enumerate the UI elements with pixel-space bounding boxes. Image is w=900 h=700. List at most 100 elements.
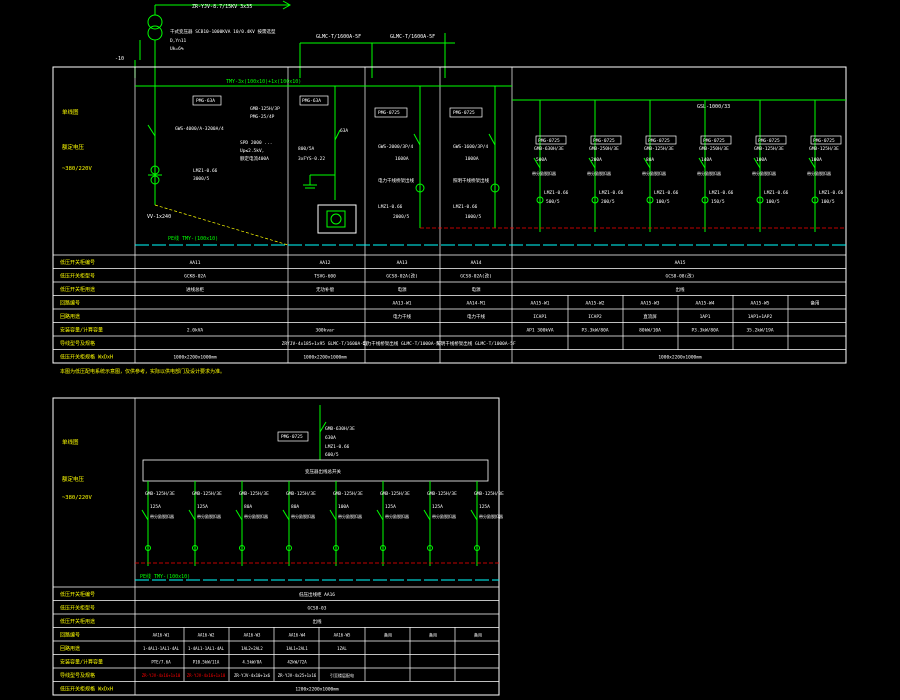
panel-1-note-c: 额定电流400A bbox=[240, 155, 269, 162]
table-cell: GCS8-02A(改) bbox=[386, 273, 418, 280]
feeder-ct-label: LMZ1-0.66 bbox=[819, 190, 844, 196]
bottom-bus-box bbox=[142, 459, 489, 482]
feeder-note: 带分励脱扣器 bbox=[587, 170, 611, 176]
row-label: 低压开关柜编号 bbox=[60, 259, 95, 266]
table-cell: 照明干线桥架出线 GLMC-T/1000A-5F bbox=[436, 340, 516, 347]
feeder-ct-ratio: 150/5 bbox=[711, 199, 725, 205]
bottom-feeder-amp: 125A bbox=[385, 504, 396, 510]
bottom-table-cell: PTE/7.6A bbox=[151, 660, 171, 665]
side-label-rated-voltage: 额定电压 bbox=[62, 143, 85, 151]
feeder-ct bbox=[811, 196, 819, 204]
table-cell: AA15 bbox=[675, 260, 686, 266]
table-cell: 电力干线 bbox=[393, 313, 411, 320]
bottom-feeder-amp: 80A bbox=[291, 504, 299, 510]
bottom-feeder-ct bbox=[474, 545, 480, 551]
bottom-feeder-ct bbox=[145, 545, 151, 551]
feeder-box-label: PMG-0725 bbox=[593, 138, 615, 144]
feeder-ct-label: LMZ1-0.66 bbox=[599, 190, 624, 196]
panel-4-box-label: PMG-0725 bbox=[453, 110, 475, 116]
bottom-row-label: 低压开关柜用途 bbox=[60, 618, 95, 625]
panel-3-ct-a: LMZ1-0.66 bbox=[378, 204, 403, 210]
bottom-table-cell: AA16-W2 bbox=[198, 633, 215, 638]
bottom-feeder-amp: 125A bbox=[432, 504, 443, 510]
feeder-switch bbox=[643, 157, 651, 169]
bottom-frame bbox=[52, 397, 500, 696]
bottom-feeder-ct bbox=[192, 545, 198, 551]
row-label: 低压开关柜规格 WxDxH bbox=[60, 354, 113, 361]
row-label: 安装容量/计算容量 bbox=[60, 327, 103, 334]
bottom-table-cell: 42kW/72A bbox=[287, 660, 307, 665]
feeder-switch bbox=[808, 157, 816, 169]
busbar-breaker-2: GLMC-T/1600A-5F bbox=[390, 34, 435, 40]
transformer-spec: 干式变压器 SCB10-1000KVA 10/0.4KV 按需选型 bbox=[170, 28, 276, 35]
table-cell: GCK8-02A bbox=[184, 274, 206, 280]
bottom-table-cell: ZR-YJV-4x25+1x16 bbox=[278, 673, 317, 678]
panel-1-spec-b: GMB-125H/3P bbox=[250, 106, 280, 112]
panel-2-spec-a: 800/5A bbox=[298, 146, 315, 152]
feeder-ct-label: LMZ1-0.66 bbox=[709, 190, 734, 196]
feeder-ct-ratio: 200/5 bbox=[601, 199, 615, 205]
panel-3-box-label: PMG-0725 bbox=[378, 110, 400, 116]
table-cell: AA13-W1 bbox=[393, 301, 412, 307]
feeder-bus-header: GSL-1000/33 bbox=[697, 104, 730, 110]
top-frame bbox=[52, 66, 847, 364]
bottom-feeder-amp: 100A bbox=[338, 504, 349, 510]
bottom-drawing: 单线图 额定电压 ~380/220V PMG-0725 GMB-630H/3E … bbox=[52, 397, 504, 696]
bottom-row-label: 回路编号 bbox=[60, 632, 80, 639]
bottom-row-label: 低压开关柜编号 bbox=[60, 591, 95, 598]
feeder-ct-ratio: 500/5 bbox=[546, 199, 560, 205]
bottom-outgoing-feeders: GMB-125H/3E 125A 带分励脱扣器 GMB-125H/3E 125A 带分励脱… bbox=[141, 481, 504, 566]
bottom-feeder-switch bbox=[423, 509, 431, 521]
bottom-main-ct-a: LMZ1-0.66 bbox=[325, 444, 350, 450]
bottom-feeder-note: 带分励脱扣器 bbox=[479, 513, 503, 519]
top-drawing: ZR-YJV-8.7/15KV 3x35 干式变压器 SCB10-1000KVA… bbox=[52, 0, 847, 375]
table-cell: GCS8-08(改) bbox=[666, 273, 695, 280]
bottom-table-cell: ZR-YJV-4x16+1x10 bbox=[187, 673, 226, 678]
bottom-feeder-note: 带分励脱扣器 bbox=[291, 513, 315, 519]
panel-2-fuse: 63A bbox=[340, 128, 348, 134]
bottom-table-cell: 备用 bbox=[474, 632, 482, 638]
feeder-switch bbox=[698, 157, 706, 169]
feeder-box bbox=[645, 135, 677, 145]
feeder-box-label: PMG-0725 bbox=[813, 138, 835, 144]
feeder-ct bbox=[536, 196, 544, 204]
bottom-feeder-switch bbox=[376, 509, 384, 521]
bottom-feeder-amp: 125A bbox=[150, 504, 161, 510]
panel-1-note-b: Up≤2.5kV, bbox=[240, 148, 264, 154]
bottom-feeder-note: 带分励脱扣器 bbox=[244, 513, 268, 519]
feeder-breaker: GMB-250H/3E bbox=[589, 146, 619, 152]
feeder-amp: 140A bbox=[701, 157, 712, 163]
panel-incoming: PMG-63A GWS-4000/A-3200A/4 GMB-125H/3P P… bbox=[147, 90, 289, 246]
table-cell: 1000x2200x1000mm bbox=[303, 355, 347, 361]
row-label: 导线型号及规格 bbox=[60, 340, 95, 347]
table-cell: AA15-W5 bbox=[751, 301, 770, 307]
bottom-feeder-breaker: GMB-125H/3E bbox=[333, 491, 363, 497]
panel-1-ct-b: 3000/5 bbox=[193, 176, 210, 182]
table-cell: 无功补偿 bbox=[316, 286, 334, 293]
panel-power-feeder: PMG-0725 GWS-2000/3P/4 1600A 电力干线桥架出线 LM… bbox=[374, 86, 425, 228]
panel-1-spec-a: GWS-4000/A-3200A/4 bbox=[175, 126, 224, 132]
feeder-ct bbox=[701, 196, 709, 204]
panel-1-ct-a: LMZ1-0.66 bbox=[193, 168, 218, 174]
footnote: 本图为低压配电系统示意图，仅供参考，实际以供电部门及设计要求为准。 bbox=[60, 368, 225, 375]
feeder-ct-label: LMZ1-0.66 bbox=[544, 190, 569, 196]
table-cell: 电源 bbox=[398, 286, 407, 293]
bottom-feeder-ct bbox=[239, 545, 245, 551]
bottom-table-cell: 1AL2+2AL2 bbox=[241, 646, 263, 651]
bottom-row-label: 安装容量/计算容量 bbox=[60, 659, 103, 666]
feeder-breaker: GMB-250H/3E bbox=[699, 146, 729, 152]
table-cell: ICAP1 bbox=[533, 314, 547, 320]
busbar-breaker-1: GLMC-T/1600A-5F bbox=[316, 34, 361, 40]
bottom-table-cell: 1200x2200x1000mm bbox=[295, 687, 339, 693]
table-cell: 1AP1+1AP2 bbox=[748, 314, 773, 320]
feeder-amp: 80A bbox=[646, 157, 654, 163]
feeder-switch bbox=[588, 157, 596, 169]
table-cell: AA14-M1 bbox=[467, 301, 486, 307]
bottom-table-cell: ZR-YJV-4x16+1x10 bbox=[142, 673, 181, 678]
bottom-feeder-breaker: GMB-125H/3E bbox=[427, 491, 457, 497]
table-cell: 2.0kVA bbox=[187, 328, 204, 334]
bottom-table-cell: 1-4AL1-1AL1-4AL bbox=[143, 646, 180, 651]
bottom-table-cell: 低压出线柜 AA16 bbox=[299, 591, 335, 598]
